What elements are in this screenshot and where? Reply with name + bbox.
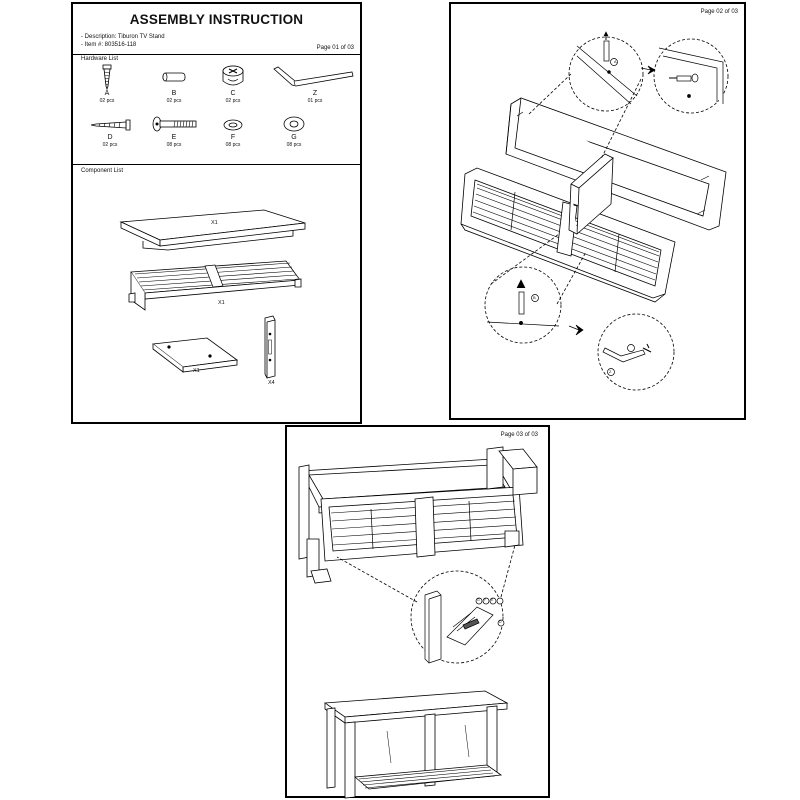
washer-icon — [223, 119, 243, 131]
hardware-qty: 02 pcs — [166, 98, 182, 104]
hardware-item-b: B 02 pcs — [149, 64, 199, 104]
instruction-page-2: Page 02 of 03 — [449, 2, 746, 420]
hardware-qty: 08 pcs — [225, 142, 241, 148]
assembly-step-drawing — [460, 31, 729, 391]
component-qty: X1 — [193, 368, 200, 374]
hardware-letter: A — [104, 90, 110, 97]
washer-icon — [283, 116, 305, 132]
cam-lock-icon — [222, 65, 244, 86]
center-divider-icon — [568, 153, 614, 235]
hardware-qty: 02 pcs — [225, 98, 241, 104]
divider — [73, 164, 360, 165]
hardware-qty: 01 pcs — [307, 98, 323, 104]
allen-key-detail-icon — [602, 343, 652, 376]
hardware-item-f: F 08 pcs — [208, 116, 258, 148]
hardware-item-c: C 02 pcs — [208, 64, 258, 104]
hardware-qty: 02 pcs — [102, 142, 118, 148]
hardware-qty: 08 pcs — [166, 142, 182, 148]
instruction-page-1: ASSEMBLY INSTRUCTION - Description: Tibu… — [71, 2, 362, 424]
dowel-icon — [162, 72, 186, 82]
callout-label: D — [499, 620, 502, 624]
divider — [73, 54, 360, 55]
component-qty: X1 — [211, 220, 218, 226]
callout-label: G — [477, 598, 480, 602]
cam-lock-detail-icon — [658, 47, 724, 104]
detail-circle — [597, 313, 675, 391]
screw-icon — [90, 119, 131, 131]
product-description: - Description: Tiburon TV Stand — [81, 34, 165, 40]
item-number: - Item #: 803516-118 — [81, 41, 137, 48]
hardware-qty: 02 pcs — [99, 98, 115, 104]
hardware-item-e: E 08 pcs — [149, 114, 199, 148]
hardware-letter: F — [230, 134, 236, 141]
bolt-icon — [152, 116, 197, 132]
page-number: Page 03 of 03 — [500, 432, 538, 438]
hardware-letter: Z — [312, 90, 318, 97]
detail-circle — [410, 570, 504, 664]
page-number: Page 01 of 03 — [316, 45, 354, 51]
hardware-list-label: Hardware List — [81, 56, 119, 62]
hardware-letter: C — [230, 90, 236, 97]
arrow-icon — [640, 65, 656, 75]
screw-icon — [102, 64, 112, 90]
front-frame-icon — [460, 167, 676, 303]
detail-circle — [568, 36, 644, 112]
page-number: Page 02 of 03 — [700, 9, 738, 15]
callout-label: B — [533, 295, 536, 300]
finished-stand-icon — [323, 690, 509, 799]
component-qty: X1 — [218, 300, 225, 306]
upside-down-frame-icon — [298, 446, 538, 584]
detail-circle — [484, 266, 562, 344]
instruction-page-3: Page 03 of 03 — [285, 425, 550, 799]
slatted-shelf-icon — [128, 260, 302, 311]
hardware-letter: E — [171, 134, 177, 141]
callout-label: Z — [609, 369, 612, 374]
hardware-item-g: G 08 pcs — [269, 114, 319, 148]
hardware-letter: G — [291, 134, 297, 141]
callout-label: F — [484, 598, 487, 602]
detail-circle — [653, 38, 729, 114]
leg-bolt-detail-icon — [424, 590, 505, 664]
component-qty: X4 — [268, 380, 275, 386]
callout-label: A — [614, 59, 617, 64]
hardware-item-d: D 02 pcs — [85, 116, 135, 148]
final-assembly-drawing — [298, 446, 538, 799]
top-panel-icon — [119, 209, 306, 251]
dowel-detail-icon — [576, 31, 638, 105]
hardware-item-z: Z 01 pcs — [267, 64, 357, 104]
hardware-letter: B — [171, 90, 177, 97]
hardware-letter: D — [107, 134, 113, 141]
shelf-dowel-detail-icon — [486, 279, 560, 327]
side-panel-icon — [151, 337, 239, 373]
hardware-item-a: A 02 pcs — [82, 64, 132, 104]
page-title: ASSEMBLY INSTRUCTION — [129, 12, 304, 27]
callout-label: E — [491, 598, 494, 602]
arrow-icon — [568, 324, 584, 336]
product-info: - Description: Tiburon TV Stand - Item #… — [81, 34, 165, 49]
hardware-qty: 08 pcs — [286, 142, 302, 148]
allen-key-icon — [273, 66, 354, 87]
leg-icon — [264, 315, 276, 379]
component-list-label: Component List — [81, 168, 124, 174]
